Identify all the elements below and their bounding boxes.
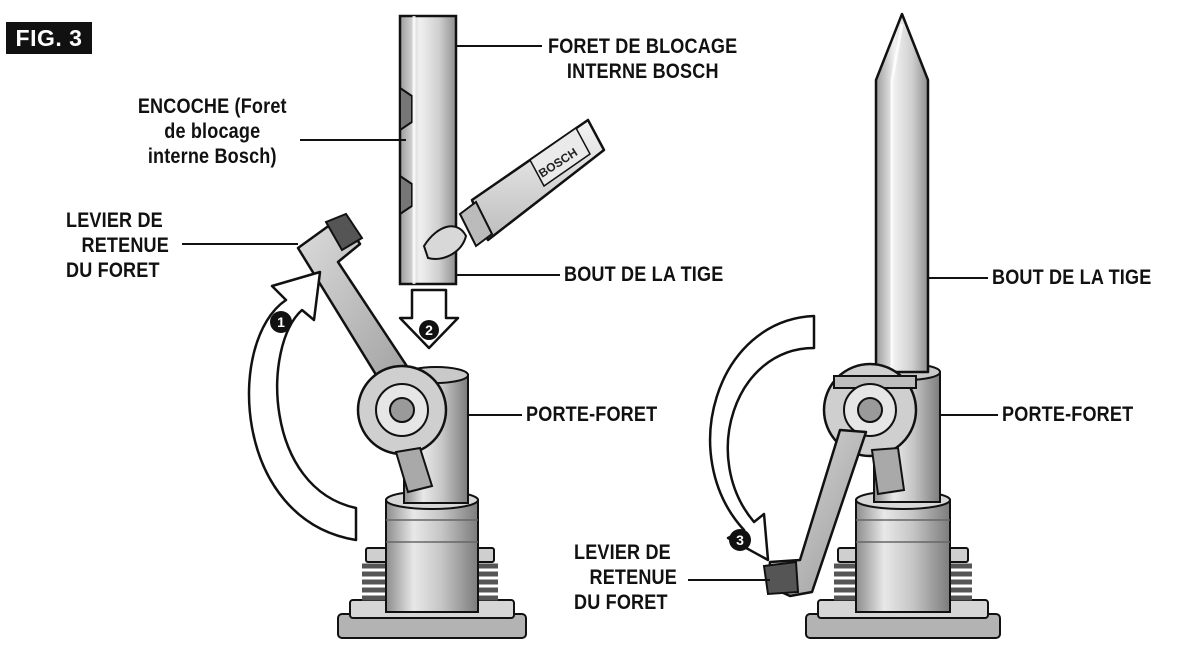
figure-number-badge: FIG. 3: [6, 22, 92, 54]
retaining-lever-left: [296, 212, 448, 494]
step-3-marker: 3: [736, 532, 744, 548]
retaining-lever-right: [762, 362, 918, 598]
step-1-marker: 1: [277, 314, 285, 330]
label-bit-name: FORET DE BLOCAGE INTERNE BOSCH: [548, 34, 737, 84]
label-lever-left: LEVIER DE RETENUE DU FORET: [66, 208, 169, 283]
grease-tube: BOSCH: [422, 118, 606, 260]
label-lever-right: LEVIER DE RETENUE DU FORET: [574, 540, 677, 615]
spring-right-b: [936, 547, 972, 601]
chisel-bit-right: [874, 12, 930, 374]
label-bit-name-line-1: FORET DE BLOCAGE: [548, 35, 738, 58]
label-lever-right-line-3: DU FORET: [574, 591, 668, 614]
label-lever-left-line-1: LEVIER DE: [66, 209, 163, 232]
label-bit-holder-left: PORTE-FORET: [526, 403, 658, 426]
label-notch-line-3: interne Bosch): [147, 145, 277, 168]
insert-arrow-2: 2: [398, 288, 460, 350]
label-lever-right-line-1: LEVIER DE: [574, 541, 671, 564]
label-notch-line-1: ENCOCHE (Foret: [137, 95, 287, 118]
label-lever-right-line-2: RETENUE: [589, 566, 677, 589]
leader-lines: [182, 45, 998, 581]
label-bit-name-line-2: INTERNE BOSCH: [566, 60, 719, 83]
label-notch: ENCOCHE (Foret de blocage interne Bosch): [128, 94, 297, 169]
bit-shank-left: [398, 14, 458, 286]
label-shank-end-left: BOUT DE LA TIGE: [564, 263, 724, 286]
label-lever-left-line-2: RETENUE: [81, 234, 169, 257]
rotation-arrow-1: 1: [247, 270, 358, 542]
label-shank-end-right: BOUT DE LA TIGE: [992, 266, 1152, 289]
rotation-arrow-3: 3: [709, 314, 816, 562]
label-lever-left-line-3: DU FORET: [66, 259, 160, 282]
label-notch-line-2: de blocage: [164, 120, 261, 143]
left-assembly: 1 2 BOSCH: [247, 14, 606, 639]
label-bit-holder-right: PORTE-FORET: [1002, 403, 1134, 426]
step-2-marker: 2: [425, 322, 433, 338]
right-assembly: 3: [709, 12, 1001, 639]
